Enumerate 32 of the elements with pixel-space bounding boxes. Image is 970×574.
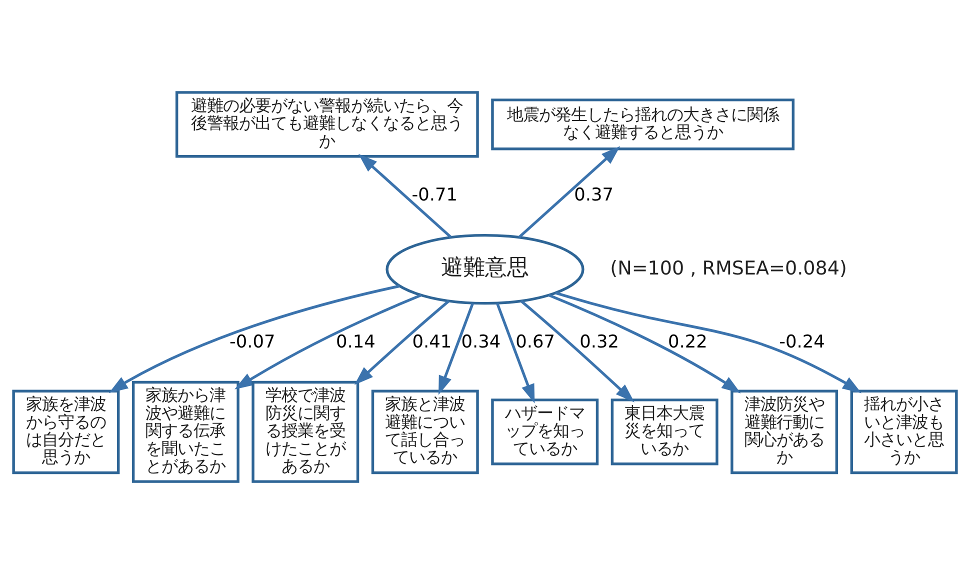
node-box: 津波防災や避難行動に関心があるか: [730, 390, 838, 474]
arrow: [354, 300, 450, 385]
node-ellipse: 避難意思: [386, 234, 584, 305]
label: (N=100 , RMSEA=0.084): [610, 257, 847, 280]
node-box: 東日本大震災を知っているか: [610, 398, 718, 466]
node-box: 家族から津波や避難に関する伝承を聞いたことがあるか: [132, 380, 240, 483]
node-box: ハザードマップを知っているか: [491, 398, 599, 466]
arrow: [108, 284, 400, 394]
edge-label: 0.32: [580, 332, 619, 352]
edge-label: -0.24: [779, 332, 825, 352]
edge-label: 0.34: [461, 332, 501, 352]
arrow: [548, 294, 741, 394]
edge-label: 0.37: [574, 185, 614, 206]
arrow: [496, 302, 535, 404]
edge-label: 0.22: [668, 332, 708, 352]
arrow: [555, 292, 862, 394]
arrow: [438, 302, 474, 395]
node-box: 揺れが小さいと津波も小さいと思うか: [850, 390, 958, 474]
node-box: 家族を津波から守るのは自分だと思うか: [12, 390, 120, 474]
node-box: 家族と津波避難について話し合っているか: [371, 390, 479, 474]
edge-label: -0.71: [412, 185, 458, 206]
node-box: 地震が発生したら揺れの大きさに関係なく避難すると思うか: [491, 98, 795, 150]
arrow: [518, 146, 620, 238]
edge-label: -0.07: [229, 332, 276, 352]
edge-label: 0.14: [336, 332, 376, 352]
arrow: [520, 300, 634, 402]
edge-label: 0.41: [412, 332, 452, 352]
edge-label: 0.67: [516, 332, 556, 352]
arrow: [358, 154, 452, 238]
node-box: 避難の必要がない警報が続いたら、今後警報が出ても避難しなくなると思うか: [175, 91, 479, 158]
arrow: [234, 294, 422, 390]
node-box: 学校で津波防災に関する授業を受けたことがあるか: [252, 380, 360, 483]
